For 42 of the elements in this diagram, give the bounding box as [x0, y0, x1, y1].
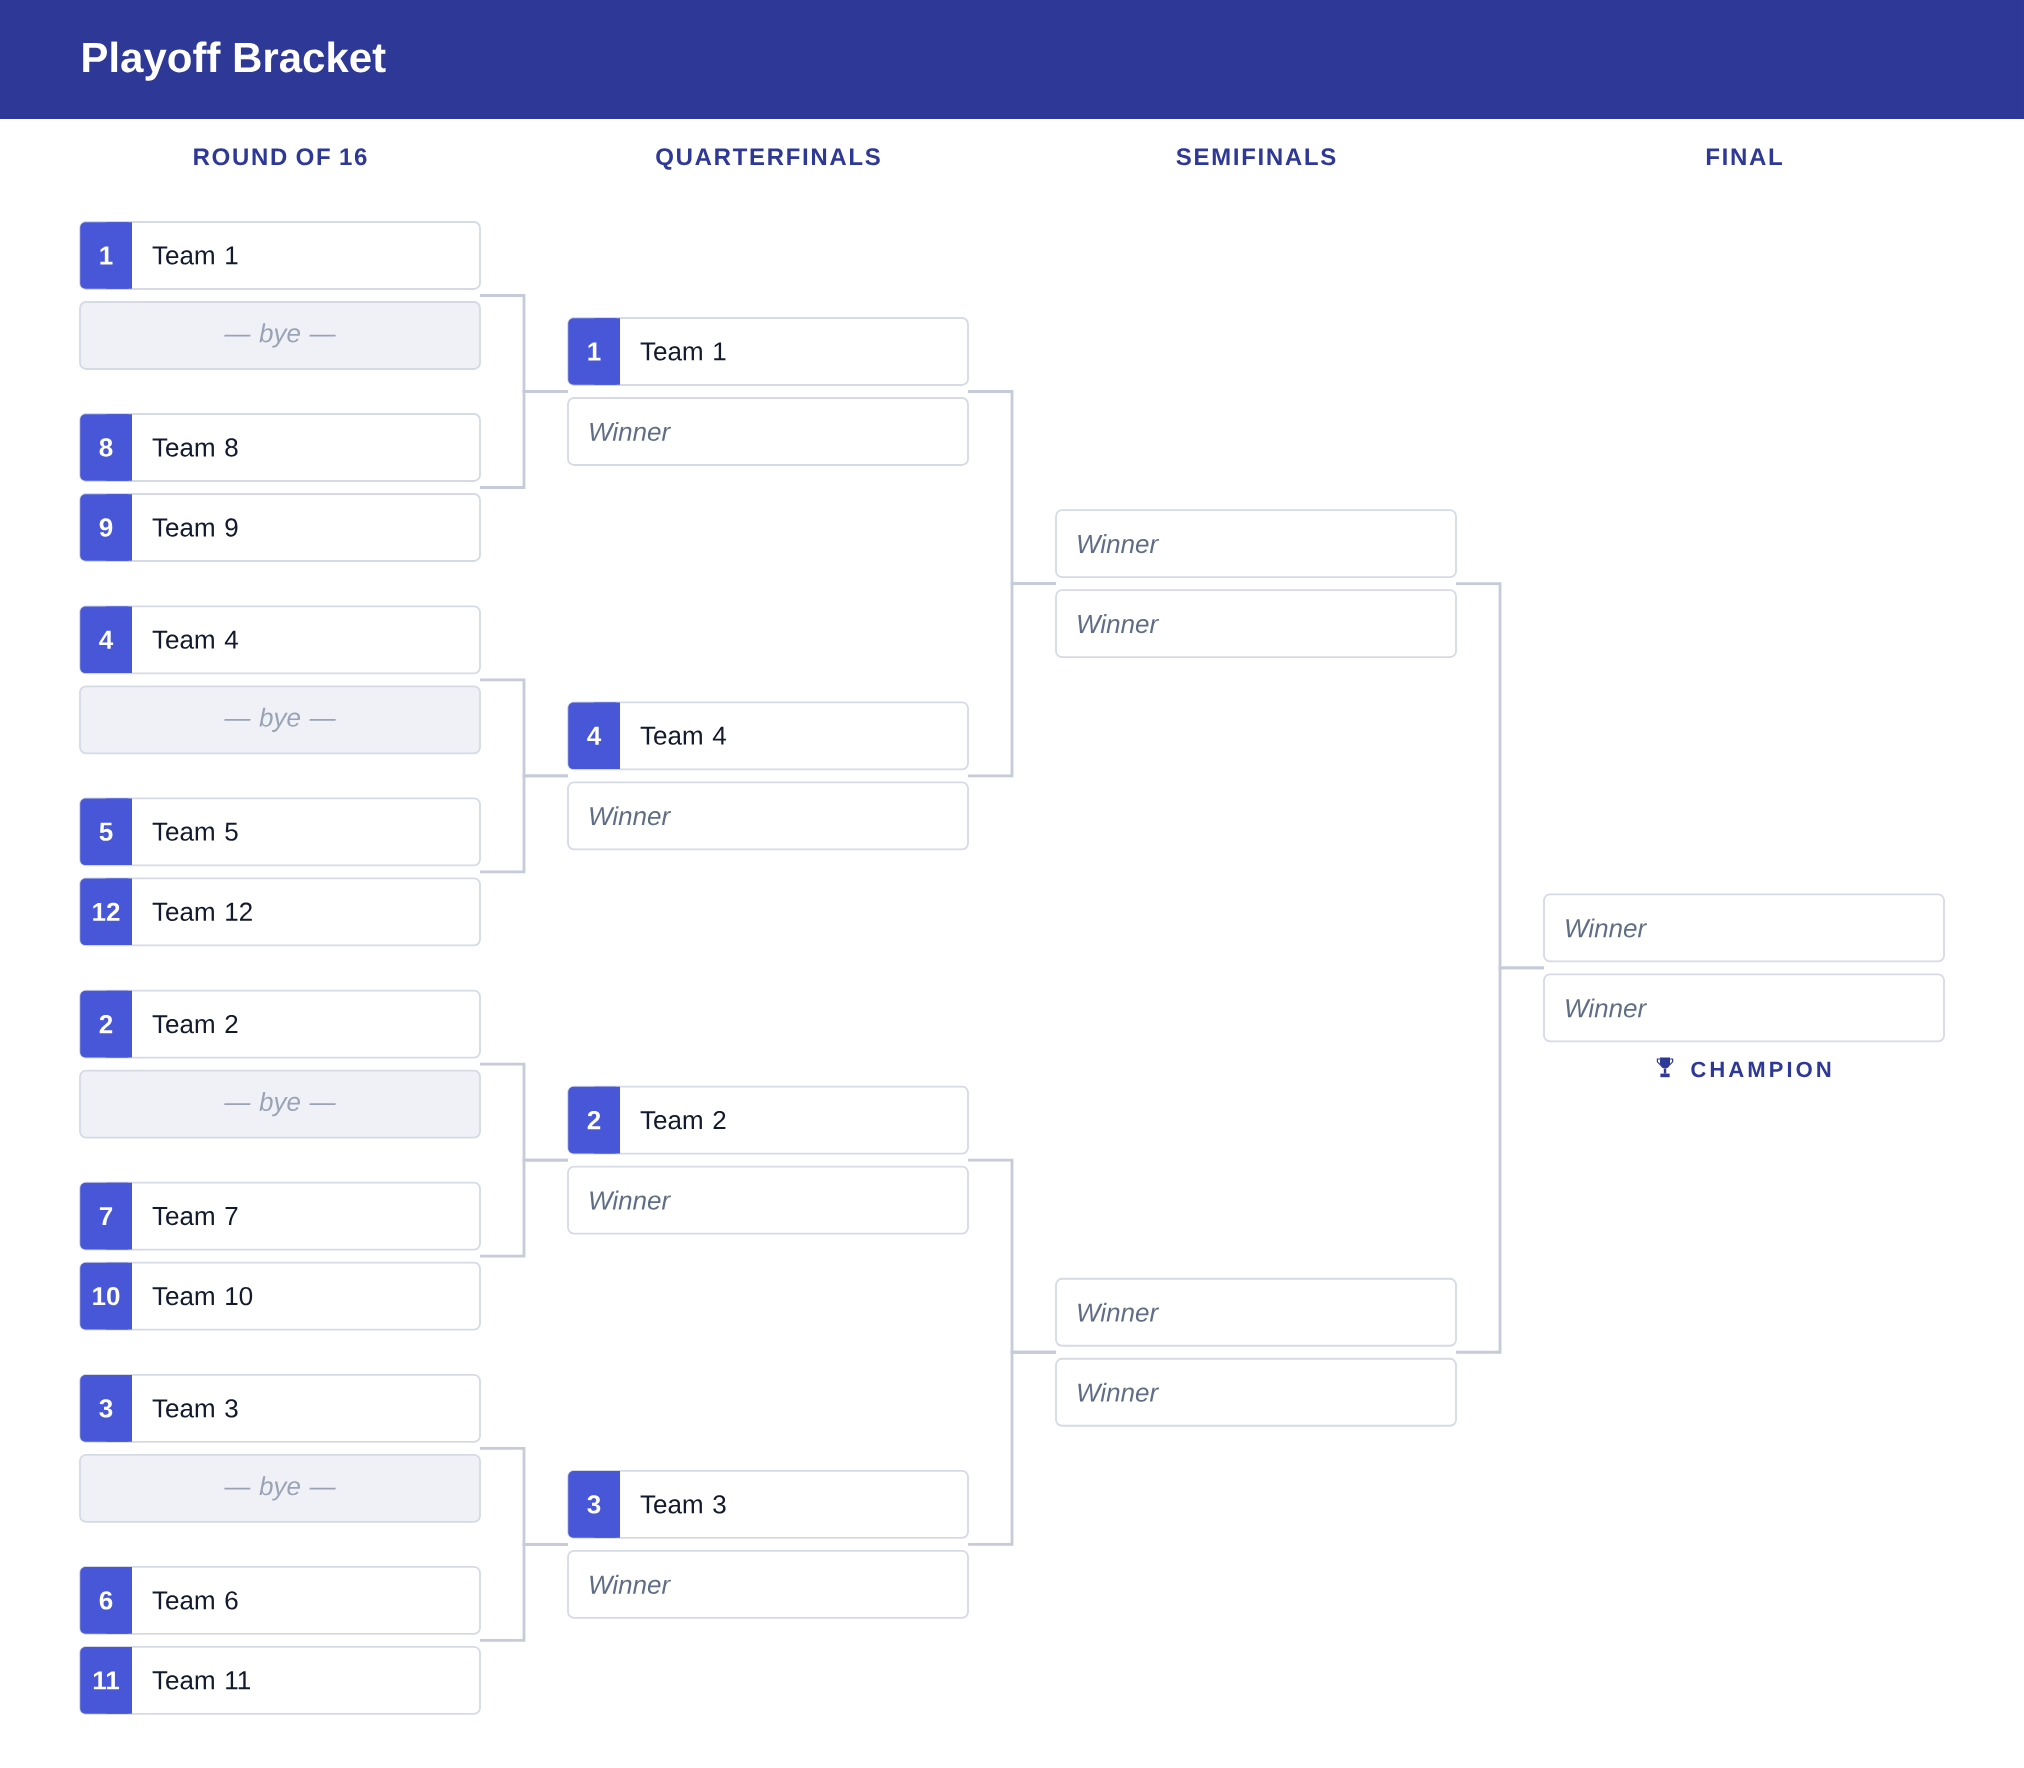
winner-box: Winner — [567, 1550, 969, 1619]
round-heading: QUARTERFINALS — [656, 148, 880, 170]
winner-box: Winner — [567, 397, 969, 466]
seed-badge: 11 — [80, 1647, 132, 1714]
seed-badge: 1 — [568, 318, 620, 385]
seed-badge: 2 — [568, 1086, 620, 1154]
seed-badge: 4 — [80, 606, 132, 674]
winner-box: Winner — [1543, 973, 1945, 1043]
seed-badge: 3 — [568, 1471, 620, 1538]
winner-box: Winner — [1543, 893, 1945, 963]
bye-box: — bye — — [79, 685, 481, 755]
winner-box: Winner — [567, 781, 969, 851]
bye-box: — bye — — [79, 1069, 481, 1139]
winner-box: Winner — [1055, 509, 1457, 579]
bracket-line — [480, 774, 568, 874]
bye-box: — bye — — [79, 301, 481, 370]
bracket-line — [480, 1543, 568, 1642]
seed-badge: 1 — [80, 222, 132, 289]
round-heading: FINAL — [1706, 148, 1782, 165]
bracket-line — [968, 1350, 1056, 1546]
seed-badge: 4 — [568, 702, 620, 770]
seed-badge: 3 — [80, 1375, 132, 1442]
seed-badge: 8 — [80, 414, 132, 481]
seed-badge: 6 — [80, 1567, 132, 1634]
winner-box: Winner — [1055, 1357, 1457, 1427]
round-heading: SEMIFINALS — [1176, 148, 1336, 166]
seed-badge: 2 — [80, 990, 132, 1058]
title: Playoff Bracket — [83, 41, 386, 81]
bracket-line — [1456, 966, 1544, 1354]
bracket-line — [480, 1158, 568, 1258]
bracket-line — [968, 582, 1056, 778]
bye-box: — bye — — [79, 1454, 481, 1523]
winner-box: Winner — [1055, 1277, 1457, 1347]
seed-badge: 12 — [80, 878, 132, 946]
winner-box: Winner — [1055, 589, 1457, 659]
bracket-line — [480, 390, 568, 489]
seed-badge: 7 — [80, 1182, 132, 1250]
seed-badge: 10 — [80, 1262, 132, 1330]
winner-box: Winner — [567, 1165, 969, 1235]
round-heading: ROUND OF 16 — [194, 148, 367, 166]
seed-badge: 9 — [80, 494, 132, 561]
seed-badge: 5 — [80, 798, 132, 866]
